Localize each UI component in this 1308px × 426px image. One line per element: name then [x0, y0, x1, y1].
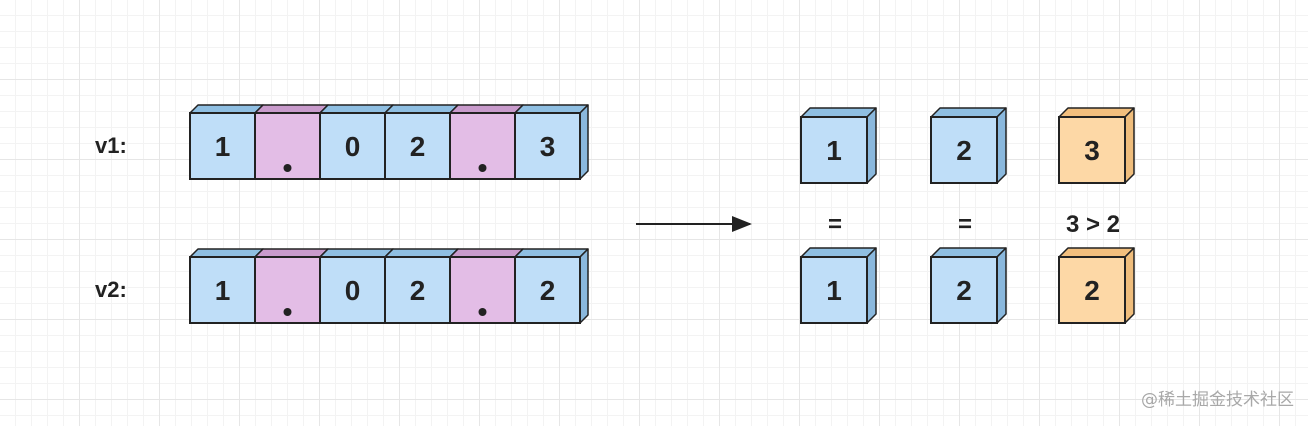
cell-dot [478, 308, 487, 316]
compare-column-2: 2 = 2 [930, 107, 1007, 324]
cell-text: 2 [956, 135, 972, 166]
cube-top-face [189, 248, 264, 258]
compare-cell-top: 1 [800, 107, 877, 184]
digit-cell: 2 [384, 104, 459, 180]
compare-cell-top: 3 [1058, 107, 1135, 184]
dot-cell [449, 248, 524, 324]
cell-dot [283, 308, 292, 316]
cell-text: 0 [345, 131, 361, 162]
digit-cell: 2 [384, 248, 459, 324]
cube-side-face [866, 107, 877, 184]
cube-front-face [384, 256, 451, 324]
cell-text: 1 [826, 135, 842, 166]
cube-top-face [800, 247, 877, 258]
cell-text: 1 [215, 131, 231, 162]
compare-operator: = [958, 211, 972, 238]
cell-text: 2 [1084, 275, 1100, 306]
compare-operator: 3 > 2 [1066, 211, 1120, 238]
cube-top-face [384, 248, 459, 258]
cell-text: 3 [540, 131, 556, 162]
cube-top-face [254, 248, 329, 258]
cell-text: 2 [410, 275, 426, 306]
cube-top-face [930, 107, 1007, 118]
cell-text: 2 [540, 275, 556, 306]
cube-side-face [579, 248, 589, 324]
row-label: v2: [95, 277, 127, 302]
cell-dot [478, 164, 487, 172]
cube-top-face [449, 248, 524, 258]
row-label: v1: [95, 133, 127, 158]
cube-front-face [800, 256, 868, 324]
cell-dot [283, 164, 292, 172]
cube-top-face [514, 248, 589, 258]
digit-cell: 0 [319, 104, 394, 180]
watermark: @稀土掘金技术社区 [1141, 390, 1294, 410]
cube-side-face [1124, 247, 1135, 324]
cube-top-face [800, 107, 877, 118]
cube-top-face [1058, 247, 1135, 258]
cube-top-face [449, 104, 524, 114]
cube-top-face [254, 104, 329, 114]
compare-cell-bottom: 1 [800, 247, 877, 324]
cube-front-face [189, 256, 256, 324]
cube-side-face [1124, 107, 1135, 184]
cell-text: 3 [1084, 135, 1100, 166]
cube-top-face [189, 104, 264, 114]
cell-text: 1 [215, 275, 231, 306]
digit-cell: 0 [319, 248, 394, 324]
cube-side-face [996, 107, 1007, 184]
version-row-2: v2: 1 0 2 2 [95, 248, 589, 324]
cube-front-face [800, 116, 868, 184]
cell-text: 2 [956, 275, 972, 306]
compare-cell-top: 2 [930, 107, 1007, 184]
cube-front-face [384, 112, 451, 180]
cell-text: 1 [826, 275, 842, 306]
digit-cell: 3 [514, 104, 589, 180]
cube-front-face [514, 112, 581, 180]
cube-front-face [254, 112, 321, 180]
digit-cell: 2 [514, 248, 589, 324]
cube-side-face [866, 247, 877, 324]
cube-top-face [319, 104, 394, 114]
cube-top-face [384, 104, 459, 114]
cube-top-face [319, 248, 394, 258]
digit-cell: 1 [189, 104, 264, 180]
cube-front-face [1058, 256, 1126, 324]
cube-front-face [319, 256, 386, 324]
digit-cell: 1 [189, 248, 264, 324]
cube-top-face [514, 104, 589, 114]
dot-cell [254, 248, 329, 324]
cube-top-face [1058, 107, 1135, 118]
compare-cell-bottom: 2 [1058, 247, 1135, 324]
compare-operator: = [828, 211, 842, 238]
cube-side-face [996, 247, 1007, 324]
cube-front-face [514, 256, 581, 324]
cube-front-face [930, 256, 998, 324]
cell-text: 2 [410, 131, 426, 162]
cube-side-face [579, 104, 589, 180]
cube-front-face [1058, 116, 1126, 184]
compare-column-3: 3 3 > 2 2 [1058, 107, 1135, 324]
cube-front-face [930, 116, 998, 184]
compare-column-1: 1 = 1 [800, 107, 877, 324]
dot-cell [449, 104, 524, 180]
compare-cell-bottom: 2 [930, 247, 1007, 324]
dot-cell [254, 104, 329, 180]
cell-text: 0 [345, 275, 361, 306]
version-row-1: v1: 1 0 2 3 [95, 104, 589, 180]
cube-top-face [930, 247, 1007, 258]
